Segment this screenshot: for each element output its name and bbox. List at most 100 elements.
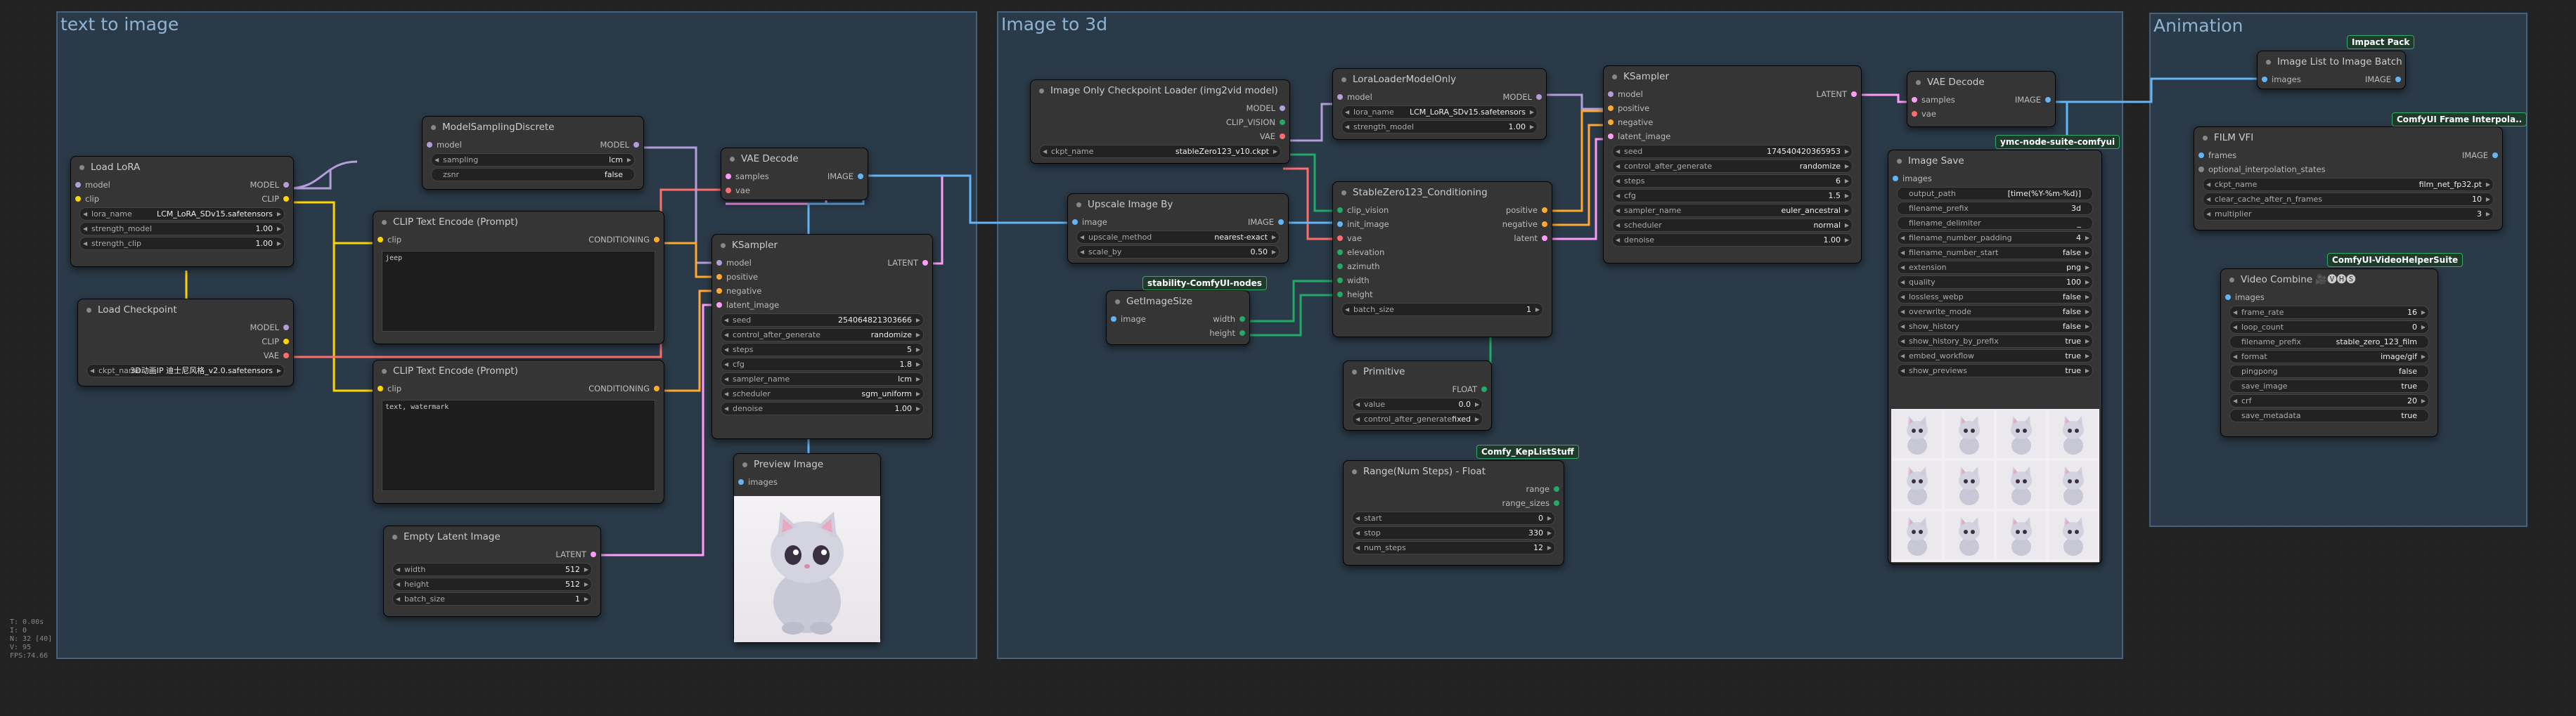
image-input-slot[interactable] [1072, 219, 1078, 225]
model-input-slot[interactable] [716, 260, 722, 266]
frames-input-slot[interactable] [2198, 152, 2204, 158]
latent-input-slot[interactable] [1608, 134, 1614, 139]
prompt-textarea[interactable]: text, watermark [382, 400, 655, 491]
clip-vision-input-slot[interactable] [1337, 207, 1343, 213]
preview-thumbnail[interactable] [1893, 461, 1942, 509]
preview-thumbnail[interactable] [1945, 461, 1994, 509]
model-input-slot[interactable] [75, 182, 81, 188]
model-input-slot[interactable] [1337, 94, 1343, 100]
preview-thumbnail[interactable] [1997, 410, 2046, 458]
image-only-checkpoint-loader-node[interactable]: Image Only Checkpoint Loader (img2vid mo… [1030, 79, 1290, 164]
model-input-slot[interactable] [1608, 91, 1614, 97]
range-num-steps-float-node[interactable]: Range(Num Steps) - Float range range_siz… [1343, 460, 1564, 566]
image-output-slot[interactable] [2395, 77, 2401, 82]
model-output-slot[interactable] [633, 142, 639, 148]
width-output-slot[interactable] [1239, 316, 1245, 322]
height-output-slot[interactable] [1239, 330, 1245, 336]
images-input-slot[interactable] [738, 479, 744, 485]
preview-thumbnail[interactable] [1945, 512, 1994, 559]
range-sizes-output-slot[interactable] [1554, 500, 1559, 506]
width-input-slot[interactable] [1337, 278, 1343, 283]
image-save-node[interactable]: Image Save images output_path[time(%Y-%m… [1888, 150, 2102, 564]
images-input-slot[interactable] [2225, 294, 2231, 300]
preview-thumbnail[interactable] [1893, 512, 1942, 559]
vae-output-slot[interactable] [1280, 134, 1285, 139]
latent-output-slot[interactable] [922, 260, 928, 266]
negative-input-slot[interactable] [716, 288, 722, 294]
samples-input-slot[interactable] [726, 174, 731, 179]
clip-vision-output-slot[interactable] [1280, 119, 1285, 125]
preview-thumbnail[interactable] [2049, 410, 2098, 458]
vae-input-slot[interactable] [726, 188, 731, 193]
image-output-slot[interactable] [2492, 152, 2498, 158]
clip-output-slot[interactable] [283, 339, 289, 344]
samples-input-slot[interactable] [1912, 97, 1917, 103]
preview-thumbnail[interactable] [1945, 410, 1994, 458]
preview-thumbnail[interactable] [1997, 461, 2046, 509]
model-output-slot[interactable] [1536, 94, 1542, 100]
clip-input-slot[interactable] [378, 237, 383, 242]
clip-input-slot[interactable] [75, 196, 81, 202]
latent-output-slot[interactable] [591, 552, 596, 557]
preview-thumbnail[interactable] [2049, 461, 2098, 509]
widget-output-path[interactable]: output_path[time(%Y-%m-%d)] [1897, 187, 2093, 200]
model-output-slot[interactable] [1280, 105, 1285, 111]
preview-thumbnail[interactable] [2049, 512, 2098, 559]
float-output-slot[interactable] [1481, 386, 1487, 392]
init-image-input-slot[interactable] [1337, 221, 1343, 227]
azimuth-input-slot[interactable] [1337, 263, 1343, 269]
images-input-slot[interactable] [2262, 77, 2267, 82]
latent-output-slot[interactable] [1851, 91, 1857, 97]
widget-filename-delimiter[interactable]: filename_delimiter_ [1897, 216, 2093, 230]
positive-output-slot[interactable] [1542, 207, 1547, 213]
conditioning-output-slot[interactable] [654, 237, 659, 242]
images-input-slot[interactable] [1893, 176, 1898, 181]
interpolation-states-input-slot[interactable] [2198, 167, 2204, 172]
image-output-slot[interactable] [2045, 97, 2051, 103]
clip-input-slot[interactable] [378, 386, 383, 391]
